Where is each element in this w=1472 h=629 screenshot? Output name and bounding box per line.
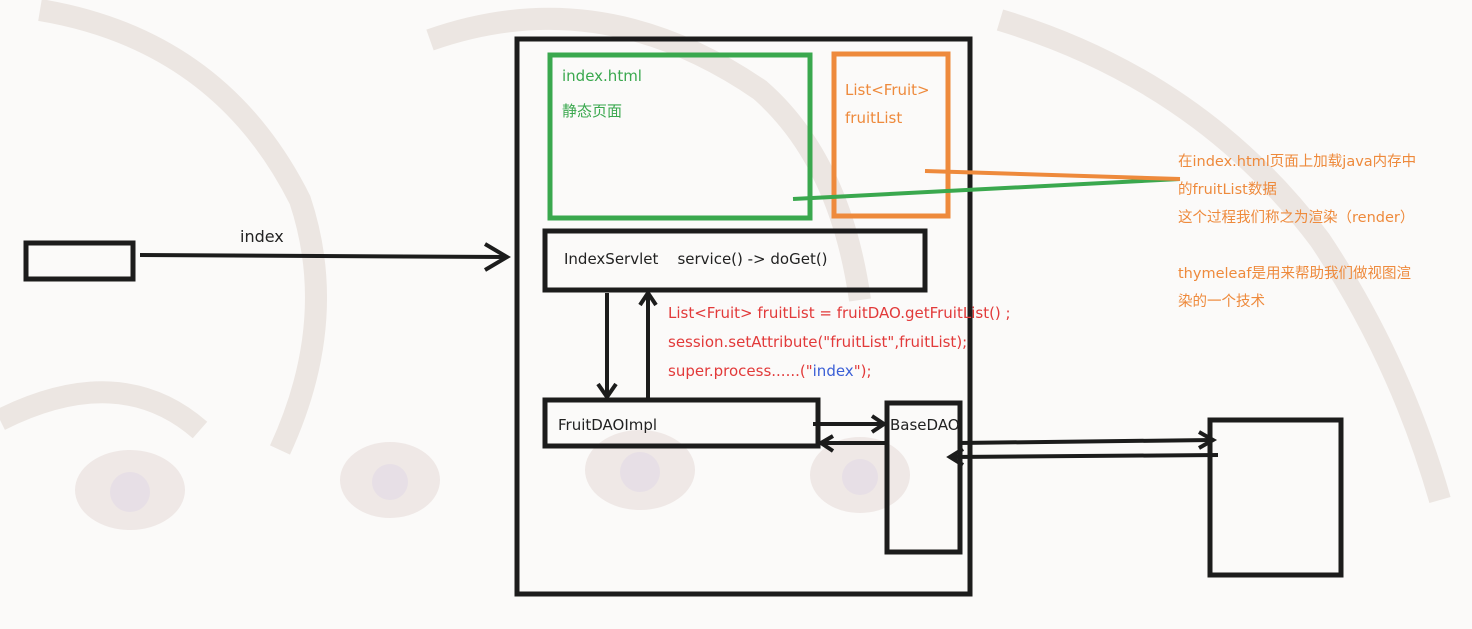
servlet-to-dao-arrow-head: [596, 382, 618, 401]
index-servlet-label: IndexServlet service() -> doGet(): [564, 250, 828, 268]
basedao-to-db-arrow: [957, 438, 1213, 445]
render-note: 在index.html页面上加载java内存中 的fruitList数据 这个过…: [1178, 148, 1468, 316]
server-container: [514, 36, 973, 597]
index-html-subtitle: 静态页面: [562, 102, 623, 120]
base-dao-label: BaseDAO: [890, 416, 960, 434]
note-line-4: thymeleaf是用来帮助我们做视图渲: [1178, 266, 1411, 282]
index-html-title: index.html: [562, 67, 642, 85]
index-html-box: [547, 52, 813, 221]
impl-to-basedao-arrow-head: [870, 414, 888, 434]
code-line-1: List<Fruit> fruitList = fruitDAO.getFrui…: [668, 304, 1011, 322]
request-arrow-head: [483, 242, 511, 272]
fruit-list-type-label: List<Fruit>: [845, 81, 930, 99]
code-line-3-suffix: ");: [853, 362, 872, 380]
render-green-line: [792, 177, 1181, 201]
fruit-list-box: [831, 51, 951, 219]
code-line-3-prefix: super.process......(": [668, 362, 813, 380]
db-to-basedao-arrow: [951, 453, 1219, 459]
basedao-to-impl-arrow-head: [817, 434, 835, 453]
note-line-5: 染的一个技术: [1178, 294, 1265, 310]
client-box: [23, 240, 136, 282]
index-servlet-box: [542, 228, 928, 293]
fruit-list-name-label: fruitList: [845, 109, 903, 127]
code-line-3: super.process......("index");: [668, 362, 872, 380]
note-line-2: 的fruitList数据: [1178, 182, 1277, 198]
render-orange-line: [924, 169, 1181, 181]
note-line-1: 在index.html页面上加载java内存中: [1178, 154, 1417, 170]
code-line-2: session.setAttribute("fruitList",fruitLi…: [668, 333, 968, 351]
database-box: [1207, 417, 1344, 578]
code-line-3-keyword: index: [812, 362, 854, 380]
basedao-to-db-arrow-head: [1198, 430, 1218, 450]
base-dao-box: [884, 400, 963, 555]
db-to-basedao-arrow-head: [946, 447, 965, 467]
dao-to-servlet-arrow-head: [638, 289, 658, 307]
note-line-3: 这个过程我们称之为渲染（render）: [1178, 210, 1415, 226]
request-arrow: [139, 253, 506, 259]
request-label: index: [240, 227, 284, 246]
fruit-dao-impl-label: FruitDAOImpl: [558, 416, 658, 434]
